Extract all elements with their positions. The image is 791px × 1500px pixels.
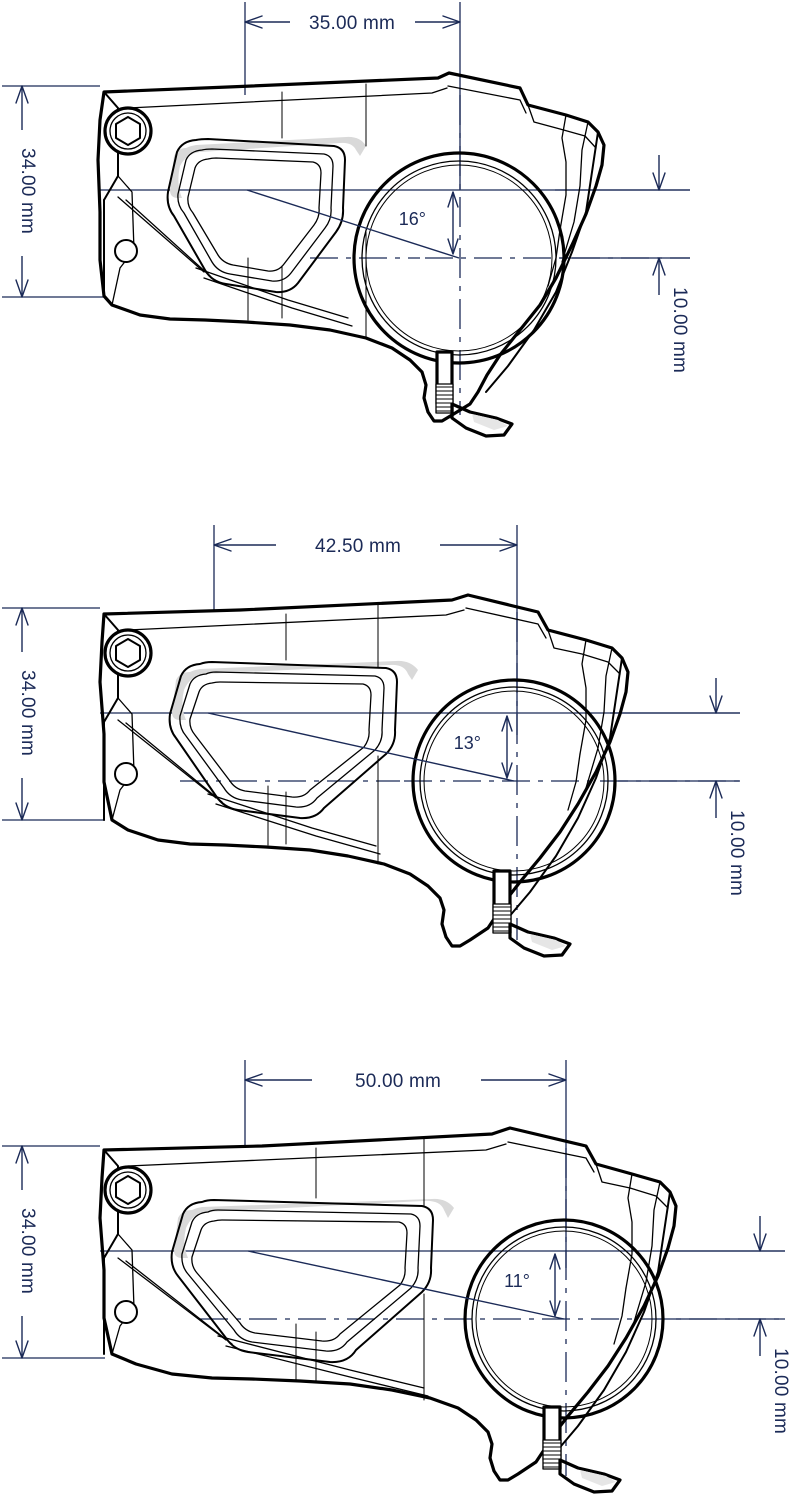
clamp-bolt-threads [435,383,454,414]
angle-label: 11° [504,1271,530,1291]
dimension-length-35mm: 35.00 mm [244,2,461,190]
centerlines [100,1148,785,1476]
dimension-drop-10mm: 10.00 mm [660,1216,791,1434]
handlebar-clamp-ring [411,678,617,958]
internal-cutout [166,136,366,294]
internal-ribs [117,603,381,865]
dimension-drop-10mm: 10.00 mm [610,678,747,896]
dimension-label-height: 34.00 mm [17,670,38,756]
dimension-label-drop: 10.00 mm [669,287,690,373]
dimension-length-50mm: 50.00 mm [244,1060,567,1268]
clamp-bolt-threads [542,1439,562,1470]
lower-hole [114,762,138,786]
internal-cutout [168,660,418,820]
technical-view-50mm: 50.00 mm 34.00 mm 10.00 mm [2,1060,791,1494]
technical-view-35mm: 35.00 mm 34.00 mm 10.00 mm [2,2,690,438]
dimension-height-34mm: 34.00 mm [2,1145,105,1359]
clamp-bolt-threads [492,903,512,934]
angle-dimension-11: 11° [247,1250,565,1320]
dimension-label-drop: 10.00 mm [726,810,747,896]
dimension-height-34mm: 34.00 mm [2,607,105,821]
dimension-label-length: 42.50 mm [315,536,401,557]
hex-bolt-boss [103,106,153,156]
dimension-length-42-5mm: 42.50 mm [213,525,518,735]
hex-bolt-boss [103,628,153,678]
hex-bolt-boss [103,1165,153,1215]
dimension-drop-10mm: 10.00 mm [555,155,690,373]
internal-cutout [170,1198,454,1364]
technical-view-42-5mm: 42.50 mm 34.00 mm 10.00 mm [2,525,747,958]
angle-dimension-16: 16° [246,189,460,259]
dimension-height-34mm: 34.00 mm [2,85,105,298]
dimension-label-length: 50.00 mm [355,1071,441,1092]
handlebar-clamp-ring [463,1218,665,1494]
internal-ribs [117,83,367,339]
dimension-label-length: 35.00 mm [309,13,395,34]
stem-body-outline [98,593,630,948]
angle-label: 13° [454,733,481,753]
dimension-label-drop: 10.00 mm [770,1348,791,1434]
internal-ribs [117,1137,429,1401]
lower-hole [114,1300,138,1324]
angle-dimension-13: 13° [207,712,515,782]
dimension-label-height: 34.00 mm [17,148,38,234]
lower-hole [114,239,138,263]
stem-body-outline [96,71,606,423]
dimension-label-height: 34.00 mm [17,1208,38,1294]
handlebar-clamp-ring [352,151,566,438]
stem-body-outline [98,1126,678,1482]
angle-label: 16° [399,209,426,229]
